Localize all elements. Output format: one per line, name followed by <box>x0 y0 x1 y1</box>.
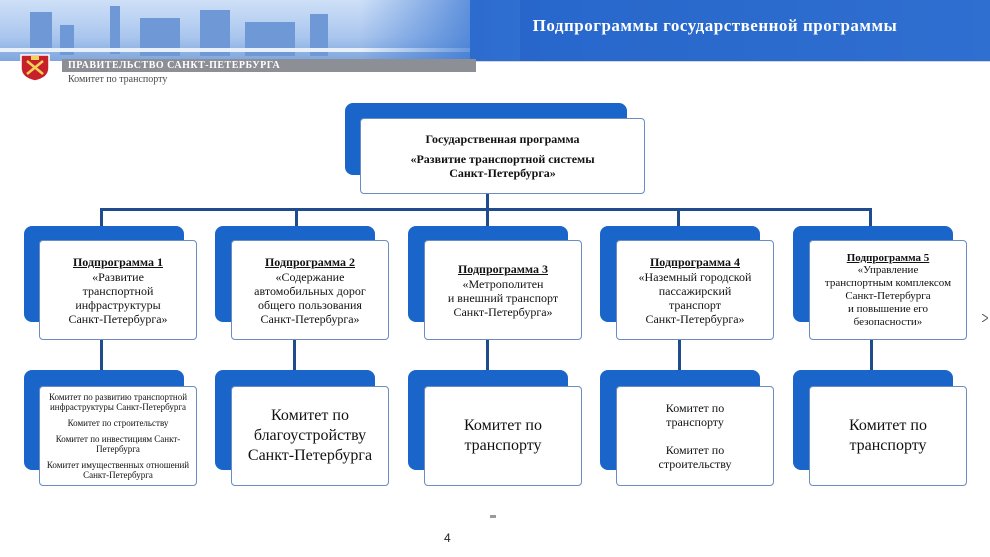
subprogram-line: Санкт-Петербурга» <box>68 311 168 326</box>
subprogram-3-box: Подпрограмма 3 «Метрополитен и внешний т… <box>424 240 582 340</box>
subprogram-4-box: Подпрограмма 4 «Наземный городской пасса… <box>616 240 774 340</box>
connector-drop <box>677 208 680 226</box>
page-title: Подпрограммы государственной программы <box>532 16 898 35</box>
header-fade <box>360 0 520 61</box>
subprogram-line: пассажирский <box>658 283 732 298</box>
header-divider <box>470 61 990 62</box>
subprogram-line: инфраструктуры <box>75 297 161 312</box>
connector-vertical <box>293 340 296 370</box>
subprogram-line: Санкт-Петербурга <box>845 289 931 302</box>
subprogram-4-heading: Подпрограмма 4 <box>649 254 741 269</box>
committee-name-line: транспорту <box>464 437 542 454</box>
connector-drop <box>486 208 489 226</box>
committee-name-line: благоустройству <box>253 427 367 444</box>
subprogram-line: Санкт-Петербурга» <box>260 311 360 326</box>
connector-drop <box>869 208 872 226</box>
government-label: ПРАВИТЕЛЬСТВО САНКТ-ПЕТЕРБУРГА <box>68 60 281 71</box>
committee-name-line: Комитет по <box>271 407 349 424</box>
committee-4-box: Комитет по транспорту Комитет по строите… <box>616 386 774 486</box>
subprogram-line: и повышение его <box>848 302 928 315</box>
subprogram-line: «Развитие <box>92 269 144 284</box>
program-name-line: Санкт-Петербурга» <box>449 166 556 180</box>
subprogram-2-heading: Подпрограмма 2 <box>264 254 356 269</box>
program-box: Государственная программа «Развитие тран… <box>360 118 645 194</box>
subprogram-1-box: Подпрограмма 1 «Развитие транспортной ин… <box>39 240 197 340</box>
subprogram-1-heading: Подпрограмма 1 <box>72 254 164 269</box>
committee-name: Комитет по строительству <box>67 418 169 428</box>
committee-name: Комитет по инвестициям Санкт-Петербурга <box>55 434 181 454</box>
connector-vertical <box>486 340 489 370</box>
subprogram-line: транспортной <box>82 283 154 298</box>
program-name-line: «Развитие транспортной системы <box>410 152 595 166</box>
committee-name: Комитет по развитию транспортной инфраст… <box>48 392 188 412</box>
connector-vertical <box>870 340 873 370</box>
program-title: Государственная программа <box>425 132 580 146</box>
committee-3-box: Комитет по транспорту <box>424 386 582 486</box>
coat-of-arms-icon <box>20 54 50 82</box>
committee-name: Комитет по транспорту <box>665 401 725 429</box>
subprogram-line: и внешний транспорт <box>447 290 559 305</box>
subprogram-line: «Содержание <box>275 269 345 284</box>
subprogram-line: общего пользования <box>258 297 362 312</box>
subprogram-5-box: Подпрограмма 5 «Управление транспортным … <box>809 240 967 340</box>
subprogram-line: автомобильных дорог <box>254 283 366 298</box>
subprogram-line: Санкт-Петербурга» <box>453 304 553 319</box>
subprogram-line: «Управление <box>857 263 919 276</box>
committee-5-box: Комитет по транспорту <box>809 386 967 486</box>
committee-name: Комитет по строительству <box>658 443 732 471</box>
committee-name-line: транспорту <box>849 437 927 454</box>
government-bar <box>62 59 476 72</box>
skyline-spire <box>110 6 120 54</box>
page-number: 4 <box>444 531 451 545</box>
connector-vertical <box>100 340 103 370</box>
connector-drop <box>100 208 103 226</box>
committee-name-line: Комитет по <box>849 417 927 434</box>
skyline-building <box>60 25 74 55</box>
subprogram-line: «Наземный городской <box>638 269 752 284</box>
skyline-building <box>30 12 52 52</box>
subprogram-2-box: Подпрограмма 2 «Содержание автомобильных… <box>231 240 389 340</box>
committee-2-box: Комитет по благоустройству Санкт-Петербу… <box>231 386 389 486</box>
connector-drop <box>295 208 298 226</box>
connector-vertical <box>486 194 489 209</box>
committee-name-line: Комитет по <box>464 417 542 434</box>
subprogram-line: транспорт <box>669 297 721 312</box>
cursor-icon <box>982 314 988 322</box>
committee-name: Комитет имущественных отношений Санкт-Пе… <box>46 460 190 480</box>
skyline-building <box>310 14 328 56</box>
subprogram-5-heading: Подпрограмма 5 <box>846 251 930 264</box>
subprogram-line: транспортным комплексом <box>824 276 952 289</box>
slide-marker <box>490 515 496 518</box>
subprogram-3-heading: Подпрограмма 3 <box>457 261 549 276</box>
connector-vertical <box>678 340 681 370</box>
subprogram-line: безопасности» <box>853 315 923 328</box>
committee-1-box: Комитет по развитию транспортной инфраст… <box>39 386 197 486</box>
skyline-road <box>0 48 470 52</box>
committee-label: Комитет по транспорту <box>68 74 168 85</box>
subprogram-line: Санкт-Петербурга» <box>645 311 745 326</box>
subprogram-line: «Метрополитен <box>462 276 544 291</box>
committee-name-line: Санкт-Петербурга <box>247 447 373 464</box>
